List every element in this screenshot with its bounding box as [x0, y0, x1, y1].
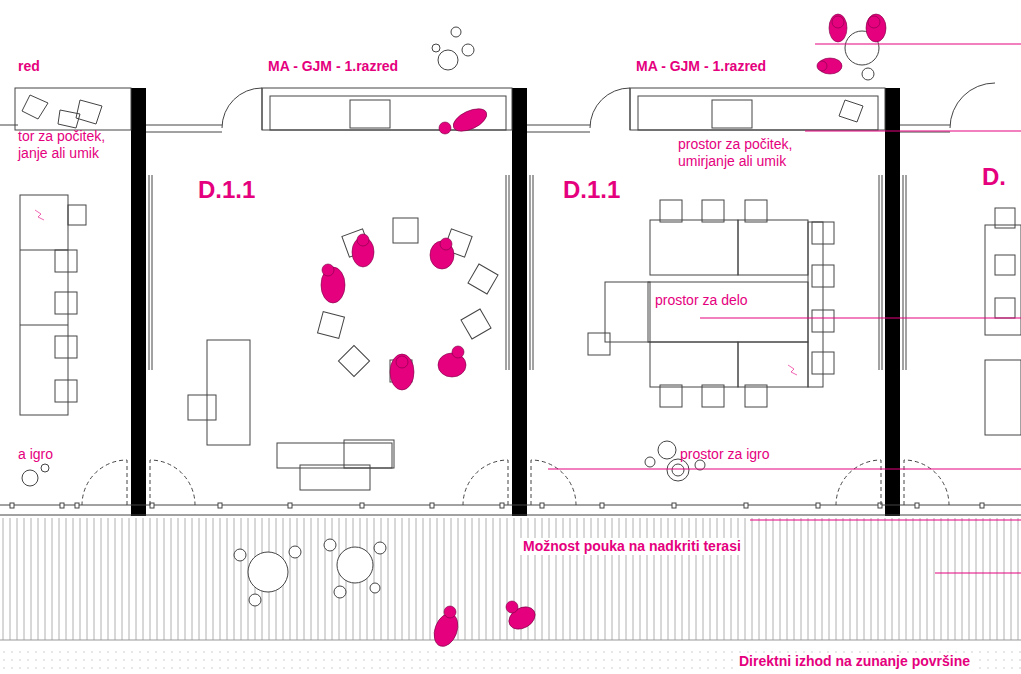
room-code: D.1.1	[198, 176, 255, 205]
zone-label: tor za počitek, janje ali umik	[18, 128, 130, 162]
zone-label: a igro	[18, 446, 53, 463]
mullion	[360, 503, 364, 508]
terrace-edge	[0, 640, 1021, 641]
mullion	[816, 503, 820, 508]
terrace-note: Možnost pouka na nadkriti terasi	[520, 538, 744, 555]
room2-furniture	[588, 100, 863, 481]
mullion	[75, 503, 79, 508]
room-code: D.	[982, 163, 1006, 192]
walls	[131, 88, 900, 516]
terrace-hatch	[0, 518, 1021, 640]
mullion	[744, 503, 748, 508]
mullion	[980, 503, 984, 508]
room-name: MA - GJM - 1.razred	[636, 58, 766, 75]
room-name-fragment: red	[18, 58, 40, 75]
top-wall	[0, 83, 995, 132]
people	[35, 14, 886, 650]
mullion	[600, 503, 604, 508]
mullion	[218, 503, 222, 508]
outdoor-furniture	[234, 27, 879, 606]
terrace-doors	[82, 460, 949, 505]
right-room-furniture	[985, 208, 1021, 435]
mullion	[672, 503, 676, 508]
room-name: MA - GJM - 1.razred	[268, 58, 398, 75]
mullion	[288, 503, 292, 508]
mullion	[540, 503, 544, 508]
outdoor-dots	[0, 645, 1021, 674]
mullion	[10, 503, 14, 508]
mullions	[10, 503, 984, 508]
mullion	[150, 503, 154, 508]
zone-label: prostor za delo	[655, 292, 748, 309]
exit-note: Direktni izhod na zunanje površine	[736, 653, 973, 670]
room1-furniture	[188, 218, 498, 490]
leader-lines	[548, 44, 1021, 573]
zone-label: prostor za igro	[680, 446, 769, 463]
room-code: D.1.1	[563, 176, 620, 205]
side-windows	[149, 175, 906, 370]
mullion	[430, 503, 434, 508]
zone-label: prostor za počitek, umirjanje ali umik	[678, 136, 828, 170]
mullion	[60, 503, 64, 508]
mullion	[500, 503, 504, 508]
mullion	[915, 503, 919, 508]
